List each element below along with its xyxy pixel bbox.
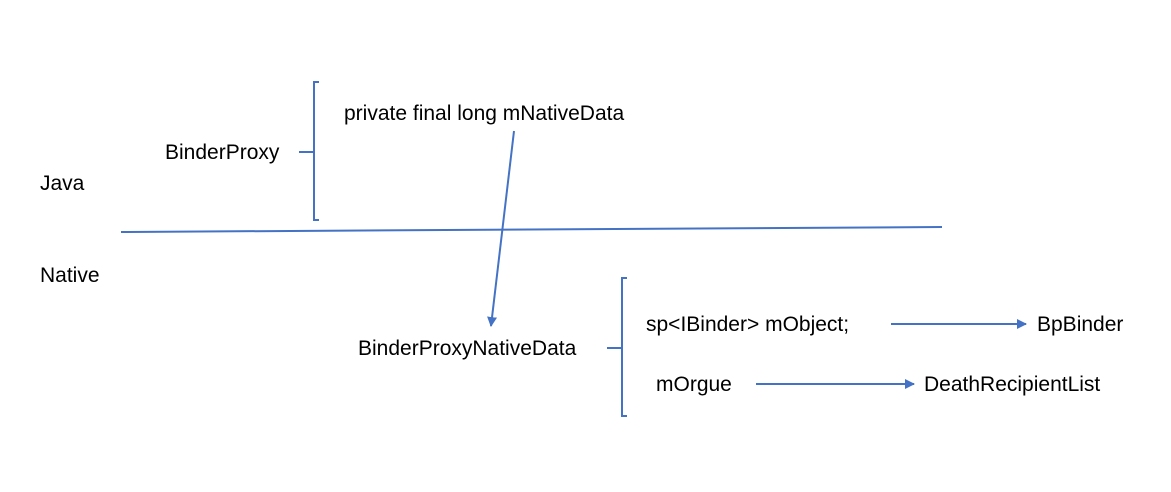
mobject-field-label: sp<IBinder> mObject;: [646, 313, 850, 336]
morgue-field-label: mOrgue: [656, 373, 732, 396]
binder-proxy-brace: [313, 81, 319, 221]
bpbinder-label: BpBinder: [1037, 313, 1124, 336]
java-layer-label: Java: [40, 172, 85, 195]
native-data-brace: [621, 277, 627, 417]
death-recipient-list-label: DeathRecipientList: [924, 373, 1101, 396]
native-layer-label: Native: [40, 264, 100, 287]
native-data-pointer-arrow: [487, 130, 515, 327]
layer-divider-line: [120, 226, 943, 233]
binder-proxy-native-data-label: BinderProxyNativeData: [358, 337, 577, 360]
native-data-field-label: private final long mNativeData: [344, 102, 625, 125]
binder-proxy-label: BinderProxy: [165, 141, 280, 164]
